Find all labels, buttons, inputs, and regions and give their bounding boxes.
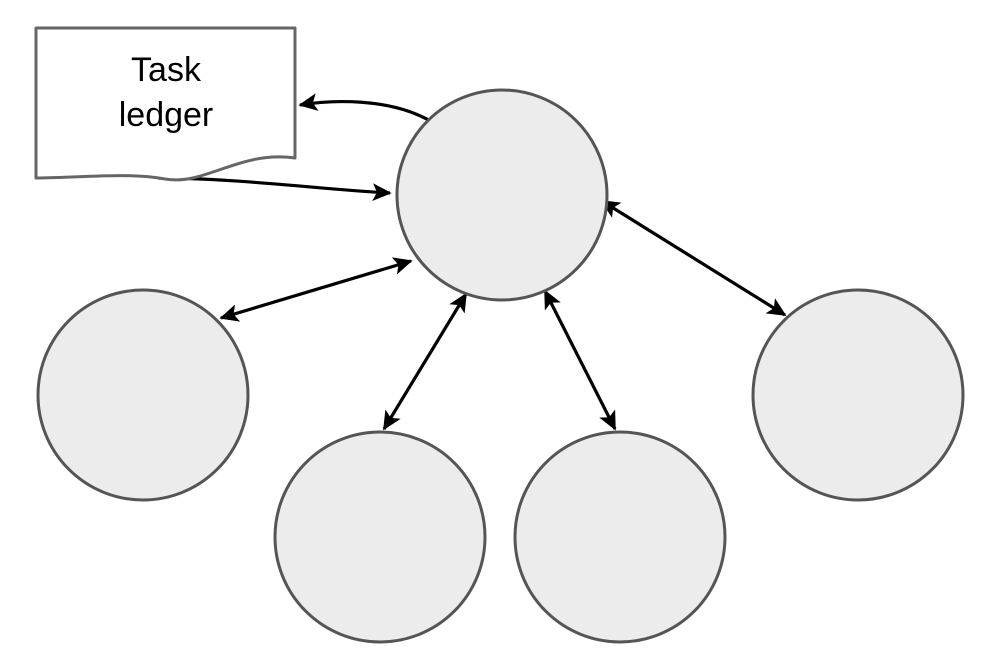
edge-center-to-ledger <box>298 93 433 124</box>
node-right[interactable] <box>751 288 965 502</box>
node-center[interactable] <box>395 88 609 302</box>
edge-center-left <box>219 257 413 322</box>
edge-center-right <box>600 199 787 317</box>
node-bottom-right[interactable] <box>513 430 727 644</box>
node-layer <box>36 88 965 644</box>
edge-center-bottom-left <box>382 292 468 431</box>
node-left[interactable] <box>36 288 250 502</box>
edge-ledger-to-center <box>157 176 392 202</box>
edge-center-bottom-right <box>543 289 617 431</box>
task-ledger-node[interactable]: Task ledger <box>34 26 297 182</box>
node-bottom-left[interactable] <box>273 430 487 644</box>
task-ledger-label-line2: ledger <box>119 96 214 134</box>
task-ledger-document-shape <box>34 26 297 182</box>
task-ledger-label-line1: Task <box>131 51 202 89</box>
